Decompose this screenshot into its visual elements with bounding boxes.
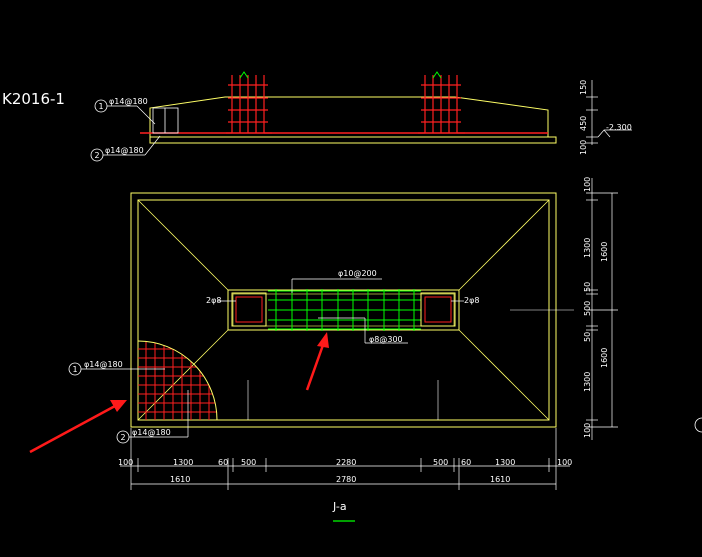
section-dim-100: 100	[579, 140, 588, 155]
plan-dim-bottom-60-right: 60	[461, 458, 471, 467]
section-outline	[149, 96, 549, 137]
plan-title: J-a	[332, 500, 347, 513]
section-left-break	[239, 71, 249, 79]
plan-dim-bottom-2280: 2280	[336, 458, 356, 467]
plan-tag-2: 2 φ14@180	[116, 390, 189, 444]
plan-dim-right-50-top: 50	[583, 282, 592, 292]
plan-dim-right-1300-bottom: 1300	[583, 372, 592, 392]
section-right-break	[432, 71, 442, 79]
plan-dim-bottom-500-left: 500	[241, 458, 256, 467]
plan-dim-bottom-60-left: 60	[218, 458, 228, 467]
section-tag-2-number: 2	[94, 151, 99, 160]
plan-left-column	[231, 292, 267, 327]
plan-view: φ10@200 φ8@300 2φ8 2φ8	[68, 177, 618, 522]
plan-dim-right-1600-bottom: 1600	[600, 348, 609, 368]
plan-dim-bottom-1300-left: 1300	[173, 458, 193, 467]
elevation-label: -2.300	[606, 123, 632, 132]
section-rebar-detail	[152, 107, 179, 134]
plan-beam-outline	[227, 289, 460, 331]
annotation-arrow-center	[305, 332, 329, 391]
plan-dim-right-1300-top: 1300	[583, 238, 592, 258]
beam-top-rebar-label: φ10@200	[338, 269, 377, 278]
plan-tag-1-text: φ14@180	[84, 360, 123, 369]
section-left-column	[226, 75, 272, 134]
plan-dim-right-100-top: 100	[583, 177, 592, 192]
plan-dim-bottom-100-left: 100	[118, 458, 133, 467]
plan-right-dimensions	[586, 178, 618, 440]
plan-dim-bottom-1300-right: 1300	[495, 458, 515, 467]
plan-dim-right-50-bottom: 50	[583, 332, 592, 342]
plan-tag-1-number: 1	[72, 365, 77, 374]
plan-tag-2-text: φ14@180	[132, 428, 171, 437]
plan-dim-bottom-100-right: 100	[557, 458, 572, 467]
plan-dim-right-500: 500	[583, 301, 592, 316]
section-tag-2: 2 φ14@180	[90, 135, 161, 162]
plan-tag-1: 1 φ14@180	[68, 360, 165, 376]
plan-dim-bottom-1610-right: 1610	[490, 475, 510, 484]
plan-right-column	[420, 292, 456, 327]
plan-beam-rebar	[268, 289, 421, 331]
section-dim-150: 150	[579, 80, 588, 95]
section-base	[149, 136, 557, 144]
plan-dim-right-100-bottom: 100	[583, 423, 592, 438]
section-view: 1 φ14@180 2 φ14@180 150 450 100	[90, 71, 632, 162]
right-column-rebar-label: 2φ8	[464, 296, 479, 305]
plan-dim-bottom-2780: 2780	[336, 475, 356, 484]
section-tag-1-number: 1	[98, 102, 103, 111]
section-tag-2-text: φ14@180	[105, 146, 144, 155]
edge-marker	[694, 417, 702, 433]
plan-dim-right-1600-top: 1600	[600, 242, 609, 262]
plan-bottom-dimensions	[120, 428, 570, 490]
section-dim-450: 450	[579, 116, 588, 131]
elevation-marker	[597, 129, 632, 138]
plan-dim-bottom-500-right: 500	[433, 458, 448, 467]
plan-dim-bottom-1610-left: 1610	[170, 475, 190, 484]
plan-tag-2-number: 2	[120, 433, 125, 442]
drawing-reference: K2016-1	[2, 90, 65, 108]
section-tag-1-text: φ14@180	[109, 97, 148, 106]
section-dimensions	[586, 80, 598, 145]
beam-bottom-rebar-label: φ8@300	[369, 335, 403, 344]
section-right-column	[418, 75, 465, 134]
plan-slope-lines	[137, 199, 550, 421]
section-tag-1: 1 φ14@180	[94, 97, 156, 125]
left-column-rebar-label: 2φ8	[206, 296, 221, 305]
annotation-arrow-left	[29, 400, 127, 454]
